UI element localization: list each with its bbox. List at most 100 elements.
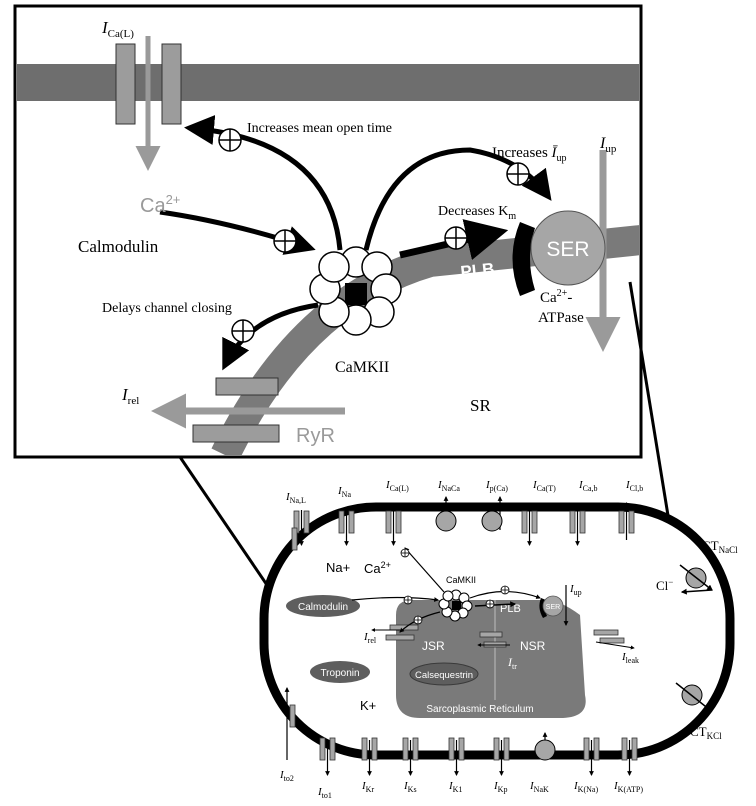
sarcoplasmic-reticulum <box>396 600 586 718</box>
channel-subunit <box>493 737 500 761</box>
ct-nacl-arrow <box>679 564 713 591</box>
membrane-channel <box>521 510 538 546</box>
channel-subunit <box>402 737 409 761</box>
membrane-channel <box>319 737 336 776</box>
channel-subunit <box>569 510 576 534</box>
cell-schematic: INa,L INa ICa(L) INaCa Ip(Ca) ICa(T) ICa… <box>259 479 738 800</box>
plus-icon-km <box>444 226 468 250</box>
cl-label: Cl− <box>656 577 673 593</box>
plus-icon-small <box>400 548 410 558</box>
membrane-channel <box>621 737 638 776</box>
zoom-connector-left <box>178 456 269 586</box>
calmodulin-to-camkii-arrow <box>351 596 439 602</box>
membrane-channel <box>402 737 419 776</box>
camkii-mini <box>438 589 473 622</box>
channel-subunit <box>448 737 455 761</box>
itr-channel <box>479 631 503 638</box>
plus-icon-ryr <box>231 319 255 343</box>
ser-mini-label: SER <box>546 604 560 611</box>
ca-atpase-clamp <box>512 222 535 296</box>
channel-subunit <box>503 737 510 761</box>
channel-subunit <box>385 510 392 534</box>
ileak-channel <box>599 637 625 644</box>
channel-subunit <box>628 510 635 534</box>
troponin-blob <box>310 661 370 683</box>
channel-subunit <box>412 737 419 761</box>
sr-label: SR <box>470 396 491 415</box>
ryr-lower <box>192 424 280 443</box>
pca-pump <box>481 510 503 532</box>
ca-ion-label-small: Ca2+ <box>364 560 391 576</box>
channel-subunit <box>289 704 296 728</box>
plus-icon-small <box>413 615 423 625</box>
current-label: INa <box>337 485 351 499</box>
plb-label: PLB <box>460 259 496 281</box>
current-label: IKr <box>361 780 374 794</box>
nak-pump <box>534 739 556 761</box>
camkii-small-label: CaMKII <box>446 575 476 585</box>
ct-nacl-label: CTNaCl <box>702 538 738 555</box>
ical-label: ICa(L) <box>101 18 134 40</box>
current-label: IK(Na) <box>573 780 598 794</box>
top-channels <box>291 496 635 551</box>
membrane-channel <box>448 737 465 776</box>
calmodulin-blob <box>286 595 360 617</box>
camkii-to-plb-arrow <box>474 601 517 608</box>
ser-pump <box>530 210 606 286</box>
calsequestrin-label: Calsequestrin <box>415 670 473 681</box>
sarcolemma-band <box>17 64 639 101</box>
current-label: Ip(Ca) <box>485 479 508 493</box>
membrane-channel <box>361 737 378 776</box>
calmodulin-label: Calmodulin <box>78 237 159 256</box>
membrane-channel <box>338 510 355 546</box>
itr-label: Itr <box>507 655 517 671</box>
iup-label: Iup <box>599 135 617 155</box>
sr-name-label: Sarcoplasmic Reticulum <box>426 704 533 715</box>
membrane-channel <box>293 510 310 546</box>
top-current-labels: INa,L INa ICa(L) INaCa Ip(Ca) ICa(T) ICa… <box>285 479 643 505</box>
troponin-label: Troponin <box>320 668 359 679</box>
jsr-label: JSR <box>422 639 445 653</box>
current-label: IKs <box>403 780 417 794</box>
membrane-channel <box>385 510 402 546</box>
l-type-channel-right <box>161 43 182 125</box>
arrow-to-ryr <box>222 302 319 371</box>
plus-icon-small <box>403 595 413 605</box>
iup-small-label: Iup <box>569 583 582 597</box>
channel-subunit <box>579 510 586 534</box>
ileak-arrow <box>595 641 635 650</box>
channel-subunit <box>361 737 368 761</box>
camkii-holoenzyme <box>309 246 402 336</box>
channel-subunit <box>631 737 638 761</box>
cl-arrow <box>680 588 713 595</box>
naca-exchanger <box>435 510 457 532</box>
ct-kcl-label: CTKCl <box>690 724 722 741</box>
channel-subunit <box>291 527 298 551</box>
ryr-label: RyR <box>296 425 335 447</box>
current-label: Ito2 <box>279 769 294 783</box>
ser-mini <box>542 595 564 617</box>
channel-subunit <box>348 510 355 534</box>
plus-icon-calmodulin <box>273 229 297 253</box>
na-ion-label: Na+ <box>326 560 350 575</box>
zoom-panel: ICa(L) Iup SER PLB Ca2+- ATPase CaMKII <box>13 4 643 459</box>
current-label: IKp <box>493 780 507 794</box>
delays-closing-label: Delays channel closing <box>102 301 232 316</box>
l-type-channel-left <box>115 43 136 125</box>
ca-ion-label: Ca2+ <box>140 192 180 217</box>
plus-icon-small <box>485 599 495 609</box>
ct-kcl-arrow <box>675 682 711 711</box>
membrane-channel <box>583 737 600 776</box>
membrane-channel <box>618 502 635 540</box>
decreases-km-label: Decreases Km <box>438 204 516 222</box>
current-label: ICl,b <box>625 479 643 493</box>
current-label: INaK <box>529 780 549 794</box>
current-label: INaCa <box>437 479 460 493</box>
bottom-current-labels: Ito2 Ito1 IKr IKs IK1 IKp INaK IK(Na) IK… <box>279 769 643 800</box>
channel-subunit <box>521 510 528 534</box>
nsr-label: NSR <box>520 639 546 653</box>
membrane-channel <box>569 510 586 546</box>
channel-subunit <box>458 737 465 761</box>
increases-iup-label: Increases Īup <box>492 145 567 164</box>
